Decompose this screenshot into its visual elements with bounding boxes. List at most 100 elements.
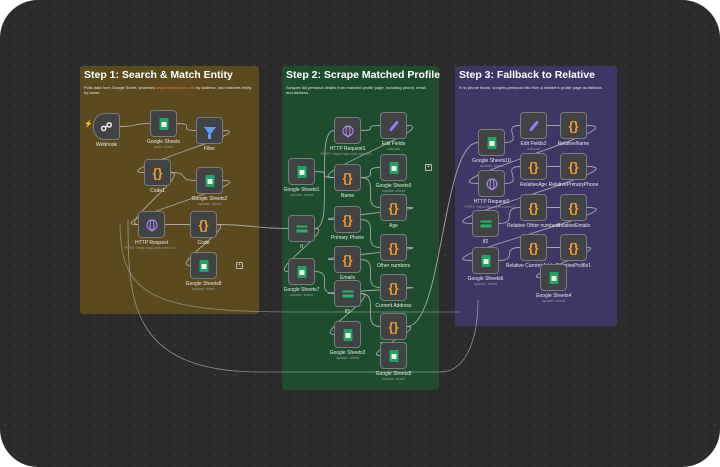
node-label: If1 [344, 309, 351, 315]
node-edit[interactable] [380, 112, 407, 139]
node-label: Google Sheets4 [535, 293, 572, 299]
code-icon: {} [528, 200, 539, 215]
node-if1[interactable] [334, 280, 361, 307]
node-label: Google Sheets3 [329, 350, 366, 356]
node-relcur[interactable]: {} [520, 234, 547, 261]
node-ef2[interactable] [520, 112, 547, 139]
filter-icon [203, 126, 216, 139]
node-label: Emails [339, 275, 356, 281]
connection-wire [360, 177, 381, 208]
node-label: Google Sheets10 [472, 158, 511, 164]
node-http2[interactable] [478, 170, 505, 197]
node-label: Relative Other numbers [507, 223, 560, 229]
node-label: Google Sheets8 [185, 281, 222, 287]
node-webhook[interactable]: ☍ [93, 113, 120, 140]
node-label: Primary Phone [330, 235, 365, 241]
node-subtitle: update: sheet [479, 164, 504, 168]
node-label: Current Address [375, 303, 412, 309]
node-code[interactable]: {} [190, 211, 217, 238]
globe-icon [146, 219, 157, 231]
node-gs3[interactable] [334, 321, 361, 348]
node-relname[interactable]: {} [560, 112, 587, 139]
node-label: Edit Fields2 [520, 141, 547, 147]
google-sheets-icon [343, 328, 352, 341]
globe-icon [486, 178, 497, 190]
step-2-description: Scrapes full personal details from match… [286, 85, 427, 96]
connection-wire [170, 172, 197, 181]
node-http[interactable] [138, 211, 165, 238]
connection-wire [360, 167, 381, 178]
node-gs5[interactable] [380, 342, 407, 369]
node-label: Webhook [95, 142, 118, 148]
connection-wire [186, 224, 221, 266]
node-label: RelativeEmails [556, 223, 591, 229]
code-icon: {} [342, 212, 353, 227]
connection-wire [504, 125, 521, 143]
node-if2[interactable] [472, 210, 499, 237]
if-icon [296, 224, 307, 233]
node-code1[interactable]: {} [144, 159, 171, 186]
node-label: If2 [482, 239, 489, 245]
node-relpp[interactable]: {} [560, 153, 587, 180]
google-sheets-icon [297, 165, 306, 178]
node-label: If [300, 244, 303, 250]
add-node-plus-icon[interactable]: + [425, 164, 432, 171]
node-subtitle: POST: https://api.zyte.com/v1/... [124, 246, 179, 250]
google-sheets-icon [389, 349, 398, 362]
code-icon: {} [568, 200, 579, 215]
add-node-plus-icon[interactable]: + [236, 262, 243, 269]
node-curaddr[interactable]: {} [380, 274, 407, 301]
node-gs4[interactable] [540, 264, 567, 291]
node-gs[interactable] [150, 110, 177, 137]
node-relage[interactable]: {} [520, 153, 547, 180]
node-label: Name [340, 193, 355, 199]
node-subtitle: update: sheet [473, 282, 498, 286]
node-relother[interactable]: {} [520, 194, 547, 221]
node-relprof[interactable]: {} [560, 234, 587, 261]
code-icon: {} [342, 252, 353, 267]
node-subtitle: update: sheet [289, 193, 314, 197]
connection-wire [327, 247, 414, 260]
node-relinfo[interactable]: {} [380, 313, 407, 340]
node-gs9[interactable] [380, 154, 407, 181]
node-gs8[interactable] [190, 252, 217, 279]
node-name[interactable]: {} [334, 164, 361, 191]
node-gs2[interactable] [196, 167, 223, 194]
node-gs1[interactable] [288, 158, 315, 185]
node-label: Relative Current Address [505, 263, 562, 269]
node-label: RelativeAge [520, 182, 547, 188]
google-sheets-icon [487, 136, 496, 149]
node-if[interactable] [288, 215, 315, 242]
node-subtitle: manual [527, 147, 540, 151]
node-subtitle: POST: https://api.zyte.com/v1/... [464, 205, 519, 209]
node-othern[interactable]: {} [380, 234, 407, 261]
google-sheets-icon [481, 254, 490, 267]
connection-wire [498, 207, 521, 224]
node-label: Code1 [150, 188, 165, 194]
node-gs10[interactable] [478, 129, 505, 156]
node-filter[interactable] [196, 117, 223, 144]
node-emails[interactable]: {} [334, 246, 361, 273]
node-subtitle: read: sheet [154, 145, 173, 149]
node-http1[interactable] [334, 117, 361, 144]
connection-wire [376, 326, 411, 356]
node-gs6[interactable] [472, 247, 499, 274]
node-relemails[interactable]: {} [560, 194, 587, 221]
sticky-note-step-1[interactable]: Step 1: Search & Match Entity Pulls data… [80, 66, 259, 314]
node-phone[interactable]: {} [334, 206, 361, 233]
connection-wire [134, 172, 175, 225]
code-icon: {} [568, 159, 579, 174]
step-1-link[interactable]: fastpeoplesearch.com [155, 85, 195, 90]
code-icon: {} [388, 200, 399, 215]
node-age[interactable]: {} [380, 194, 407, 221]
connection-wire [314, 271, 335, 294]
code-icon: {} [528, 159, 539, 174]
connection-wire [330, 293, 365, 335]
connection-wire [137, 130, 230, 173]
connection-wire [327, 287, 414, 294]
connection-wire [498, 247, 521, 261]
code-icon: {} [342, 170, 353, 185]
node-gs7[interactable] [288, 258, 315, 285]
